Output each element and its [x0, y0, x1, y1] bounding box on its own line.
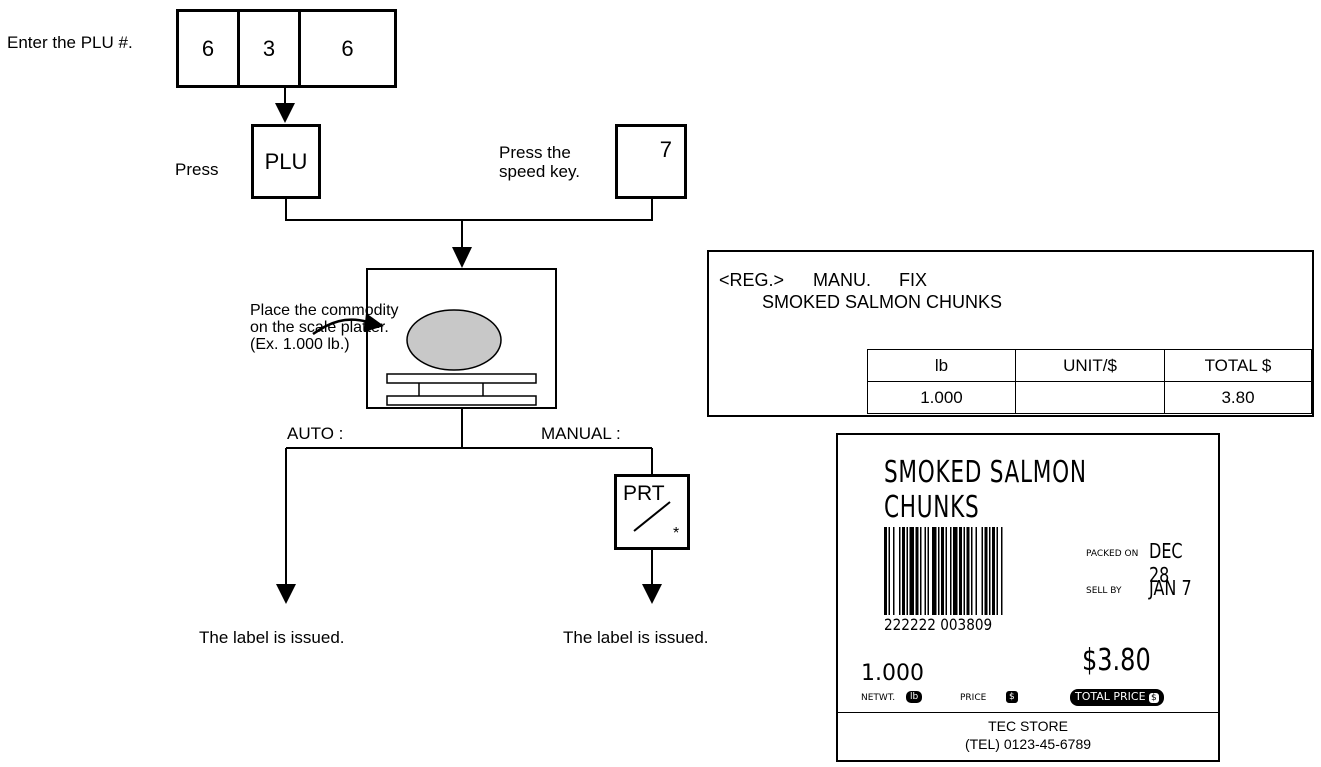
store-info: TEC STORE (TEL) 0123-45-6789: [838, 717, 1218, 753]
speed-key-7[interactable]: 7: [615, 124, 687, 199]
value-lb: 1.000: [868, 382, 1016, 414]
digit-key-6b[interactable]: 6: [298, 9, 397, 88]
display-table: lb UNIT/$ TOTAL $ 1.000 3.80: [867, 349, 1312, 414]
value-unit: [1016, 382, 1165, 414]
sell-by-label: SELL BY: [1086, 586, 1121, 596]
prt-key-star: *: [673, 525, 679, 543]
press-speed-text: Press the speed key.: [499, 143, 580, 181]
total-price-badge: TOTAL PRICE $: [1070, 689, 1164, 706]
press-speed-line2: speed key.: [499, 162, 580, 181]
unit-price-badge: $: [1006, 691, 1018, 703]
join-line: [286, 198, 652, 220]
manual-arrow: [642, 584, 662, 604]
auto-arrow: [276, 584, 296, 604]
label-price: $3.80: [1082, 643, 1151, 678]
press-text: Press: [175, 160, 218, 180]
value-total: 3.80: [1165, 382, 1312, 414]
store-name: TEC STORE: [838, 717, 1218, 735]
store-tel: (TEL) 0123-45-6789: [838, 735, 1218, 753]
sell-by-date: JAN 7: [1149, 576, 1192, 600]
label-divider: [838, 712, 1218, 713]
header-unit: UNIT/$: [1016, 350, 1165, 382]
display-mode-manu: MANU.: [813, 270, 871, 291]
display-mode-fix: FIX: [899, 270, 927, 291]
display-mode-reg: <REG.>: [719, 270, 784, 291]
digit-key-3[interactable]: 3: [237, 9, 301, 88]
display-item-name: SMOKED SALMON CHUNKS: [762, 292, 1002, 313]
net-wt-label: NETWT.: [861, 693, 895, 703]
total-price-unit: $: [1149, 693, 1159, 703]
press-speed-line1: Press the: [499, 143, 580, 162]
place-line1: Place the commodity: [250, 302, 399, 319]
header-lb: lb: [868, 350, 1016, 382]
enter-plu-text: Enter the PLU #.: [7, 33, 133, 53]
header-total: TOTAL $: [1165, 350, 1312, 382]
barcode-icon: [884, 527, 1074, 619]
label-title: SMOKED SALMON CHUNKS: [884, 455, 1124, 525]
label-issued-left: The label is issued.: [199, 628, 345, 648]
label-issued-right: The label is issued.: [563, 628, 709, 648]
net-wt-unit-badge: lb: [906, 691, 922, 703]
place-commodity-text: Place the commodity on the scale platter…: [250, 302, 399, 353]
scale-display: <REG.> MANU. FIX SMOKED SALMON CHUNKS lb…: [707, 250, 1314, 417]
auto-label: AUTO :: [287, 424, 343, 444]
unit-price-label: PRICE: [960, 693, 986, 703]
manual-label: MANUAL :: [541, 424, 621, 444]
barcode-number: 222222 003809: [884, 615, 992, 634]
commodity: [407, 310, 501, 370]
label-weight: 1.000: [861, 661, 924, 686]
total-price-text: TOTAL PRICE: [1075, 690, 1146, 703]
place-line2: on the scale platter.: [250, 319, 399, 336]
place-line3: (Ex. 1.000 lb.): [250, 336, 399, 353]
packed-on-label: PACKED ON: [1086, 549, 1138, 559]
printed-label: SMOKED SALMON CHUNKS 222222 003809 PACKE…: [836, 433, 1220, 762]
plu-key[interactable]: PLU: [251, 124, 321, 199]
digit-key-6[interactable]: 6: [176, 9, 240, 88]
prt-key[interactable]: PRT *: [614, 474, 690, 550]
